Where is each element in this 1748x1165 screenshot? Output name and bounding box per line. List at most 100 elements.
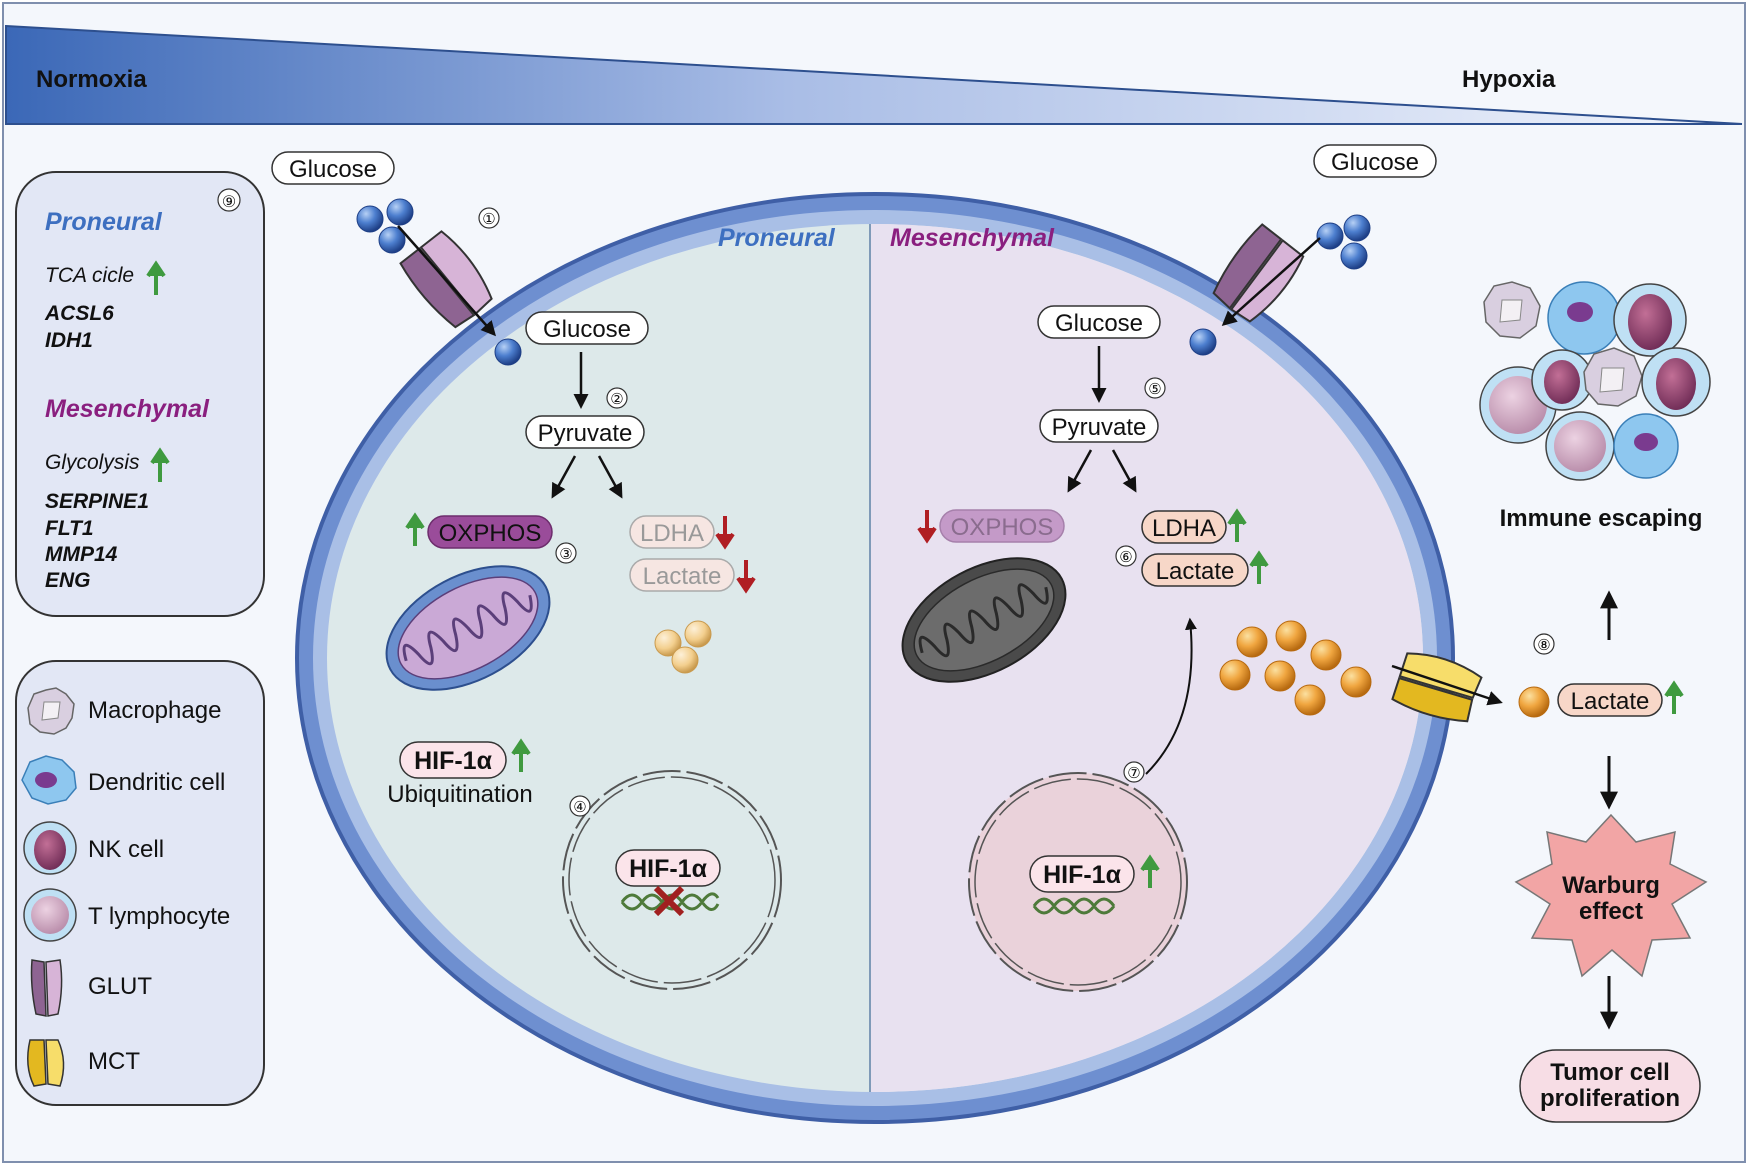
nucleus-hif-left-pill xyxy=(615,849,721,887)
hif-up-arrow-icon xyxy=(511,738,531,772)
immune-cell-cluster-icon xyxy=(1479,281,1711,481)
ldha-left-pill xyxy=(629,515,715,549)
warburg-label-line1: Warburg xyxy=(1562,872,1660,899)
legend-dendritic-cell-label: Dendritic cell xyxy=(88,769,225,796)
nucleus-hif-left-label: HIF-1α xyxy=(629,855,708,883)
oxphos-left-label: OXPHOS xyxy=(439,520,542,547)
tumor-proliferation-box xyxy=(1519,1049,1701,1123)
oxphos-left-pill xyxy=(427,515,553,549)
glucose-molecule-inside-right xyxy=(1189,328,1217,356)
lactate-outside-up-arrow-icon xyxy=(1664,680,1684,714)
lactate-down-arrow-icon xyxy=(736,560,756,594)
warburg-label-line2: effect xyxy=(1579,898,1643,925)
lactate-molecules-right xyxy=(1219,620,1372,716)
tca-cycle-label: TCA cicle xyxy=(45,264,134,287)
dendritic-cell-icon xyxy=(21,755,77,805)
ldha-up-arrow-icon xyxy=(1227,508,1247,542)
gene-flt1: FLT1 xyxy=(45,517,94,540)
gene-eng: ENG xyxy=(45,569,91,592)
legend-glut-label: GLUT xyxy=(88,973,152,1000)
ldha-right-label: LDHA xyxy=(1152,515,1216,542)
legend-t-lymphocyte-label: T lymphocyte xyxy=(88,903,230,930)
pyruvate-to-ldha-arrow-right xyxy=(1111,449,1137,493)
glucose-left-pill xyxy=(525,311,649,345)
oxphos-down-arrow-icon xyxy=(917,510,937,544)
gene-serpine1: SERPINE1 xyxy=(45,490,149,513)
pyruvate-to-oxphos-arrow-right xyxy=(1067,449,1093,493)
hif-left-label: HIF-1α xyxy=(414,747,493,775)
step-7-label: ⑦ xyxy=(1127,765,1140,782)
glycolysis-label: Glycolysis xyxy=(45,451,140,474)
step-3-label: ③ xyxy=(559,546,572,563)
lactate-right-label: Lactate xyxy=(1156,558,1235,585)
tumor-proliferation-line2: proliferation xyxy=(1540,1085,1680,1112)
dna-right-icon xyxy=(1032,897,1116,915)
glucose-left-label: Glucose xyxy=(543,316,631,343)
pyruvate-to-oxphos-arrow-left xyxy=(551,455,577,499)
nucleus-hif-up-arrow-icon xyxy=(1140,854,1160,888)
tumor-proliferation-line1: Tumor cell xyxy=(1550,1059,1670,1086)
glucose-outside-left-pill xyxy=(271,151,395,185)
mitochondrion-active-icon xyxy=(385,565,551,691)
glucose-uptake-arrow-left xyxy=(397,225,496,337)
mct-icon xyxy=(27,1039,65,1087)
step-6-label: ⑥ xyxy=(1119,549,1132,566)
nucleus-hif-right-label: HIF-1α xyxy=(1043,861,1122,889)
step-1-label: ① xyxy=(482,211,495,228)
hif-induction-arrow xyxy=(1145,617,1197,775)
oxphos-up-arrow-icon xyxy=(405,512,425,546)
ldha-left-label: LDHA xyxy=(640,520,704,547)
tca-up-arrow-icon xyxy=(146,260,166,295)
proneural-compartment: Proneural Glucose ① Glucose ② Pyruvate O… xyxy=(271,151,836,990)
lactate-outside-label: Lactate xyxy=(1571,688,1650,715)
glucose-outside-right-label: Glucose xyxy=(1331,149,1419,176)
lactate-up-arrow-icon xyxy=(1249,550,1269,584)
legend-nk-cell-label: NK cell xyxy=(88,836,164,863)
legend-macrophage-label: Macrophage xyxy=(88,697,221,724)
warburg-starburst xyxy=(1514,813,1708,978)
hypoxia-label: Hypoxia xyxy=(1462,66,1556,93)
mct-transporter xyxy=(1391,652,1483,723)
ldha-down-arrow-icon xyxy=(715,516,735,550)
ubiquitination-label: Ubiquitination xyxy=(387,781,532,808)
t-lymphocyte-icon xyxy=(23,888,77,942)
glucose-outside-left-label: Glucose xyxy=(289,156,377,183)
lactate-left-label: Lactate xyxy=(643,563,722,590)
pyruvate-right-pill xyxy=(1039,409,1159,443)
lactate-right-pill xyxy=(1141,553,1249,587)
step-9-label: ⑨ xyxy=(222,194,236,211)
normoxia-label: Normoxia xyxy=(36,66,147,93)
lactate-molecule-outside xyxy=(1518,686,1550,718)
mesenchymal-compartment: Mesenchymal Glucose Glucose ⑤ Pyruvate O… xyxy=(890,144,1503,992)
step-5-label: ⑤ xyxy=(1148,381,1161,398)
oxphos-right-pill xyxy=(939,509,1065,543)
macrophage-icon xyxy=(27,687,75,735)
oxygen-gradient-bar: Normoxia Hypoxia xyxy=(5,24,1743,125)
lactate-left-pill xyxy=(629,558,735,592)
step-8-label: ⑧ xyxy=(1537,637,1550,654)
immune-escaping-label: Immune escaping xyxy=(1500,505,1703,532)
microenvironment-effects: Immune escaping ⑧ Lactate Warburg effect… xyxy=(1479,281,1711,1123)
blocked-x-icon xyxy=(653,885,685,917)
glucose-right-pill xyxy=(1037,305,1161,339)
lactate-outside-pill xyxy=(1557,683,1663,717)
glucose-uptake-arrow-right xyxy=(1221,237,1321,327)
step-4-label: ④ xyxy=(573,799,586,816)
legend-panel: Macrophage Dendritic cell NK cell T lymp… xyxy=(15,660,265,1106)
mitochondrion-inactive-icon xyxy=(901,557,1067,683)
glucose-molecule-inside-left xyxy=(494,338,522,366)
subtype-gene-panel: ⑨ Proneural TCA cicle ACSL6 IDH1 Mesench… xyxy=(15,171,265,617)
proneural-panel-title: Proneural xyxy=(45,208,163,236)
nk-cell-icon xyxy=(23,821,77,875)
glut-transporter-left xyxy=(399,230,493,329)
ldha-right-pill xyxy=(1141,510,1227,544)
glucose-right-label: Glucose xyxy=(1055,310,1143,337)
oxphos-right-label: OXPHOS xyxy=(951,514,1054,541)
gene-acsl6: ACSL6 xyxy=(44,302,114,325)
hif-left-pill xyxy=(399,741,507,779)
glucose-molecules-outside-right xyxy=(1316,214,1371,270)
nucleus-hif-right-pill xyxy=(1029,855,1135,893)
glucose-molecules-outside-left xyxy=(356,198,414,254)
proneural-cell-title: Proneural xyxy=(718,224,836,252)
pyruvate-left-label: Pyruvate xyxy=(538,420,633,447)
